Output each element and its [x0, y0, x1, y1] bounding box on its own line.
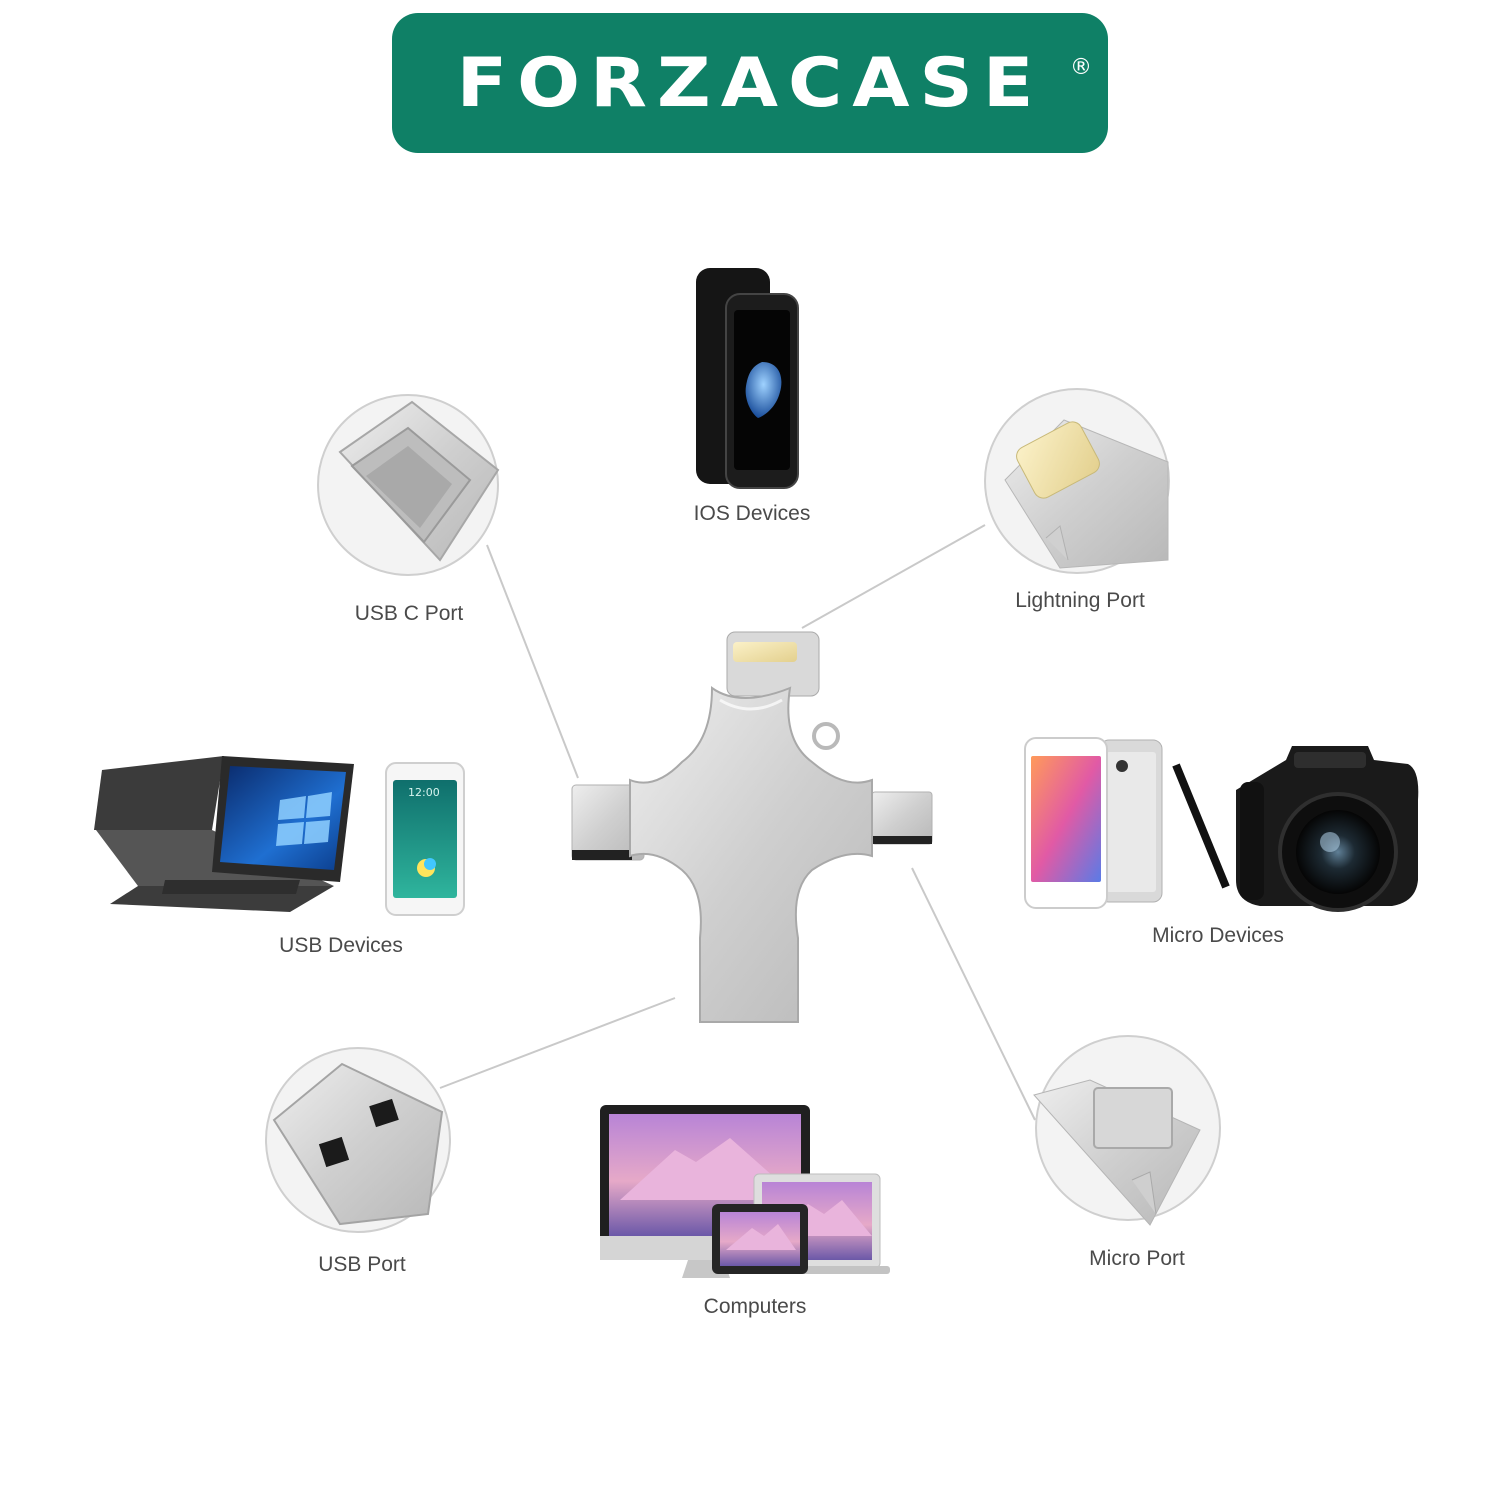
micro-port-closeup: [1033, 1035, 1221, 1226]
line-lightning: [801, 524, 986, 629]
computers-icon: [600, 1105, 890, 1278]
label-micro-devices: Micro Devices: [1152, 924, 1284, 947]
micro-phones-icon: [1024, 737, 1163, 909]
line-micro: [911, 867, 1036, 1121]
phone-screen-time: 12:00: [408, 786, 440, 799]
usb-port-closeup: [265, 1047, 451, 1233]
brand-logo: FORZACASE ®: [392, 13, 1108, 153]
adapter-4in1: [571, 631, 933, 1023]
camera-icon: [1236, 746, 1419, 912]
usb-c-port-closeup: [317, 394, 500, 576]
label-lightning-port: Lightning Port: [1015, 589, 1145, 612]
line-usb-c: [486, 544, 579, 779]
label-usb-c-port: USB C Port: [354, 602, 464, 625]
label-usb-devices: USB Devices: [279, 934, 403, 957]
label-micro-port: Micro Port: [1089, 1247, 1185, 1270]
lightning-port-closeup: [984, 388, 1170, 574]
label-usb-port: USB Port: [318, 1253, 406, 1276]
brand-name: FORZACASE: [456, 43, 1044, 123]
android-phone-icon: [385, 762, 465, 916]
line-usb: [439, 997, 676, 1089]
iphone-icon: [696, 268, 799, 489]
registered-mark: ®: [1070, 55, 1092, 80]
laptop-icon: [94, 756, 354, 912]
label-ios-devices: IOS Devices: [693, 502, 811, 525]
label-computers: Computers: [703, 1295, 807, 1318]
connector-lines: [439, 524, 1036, 1121]
divider-slash: [1172, 763, 1230, 889]
